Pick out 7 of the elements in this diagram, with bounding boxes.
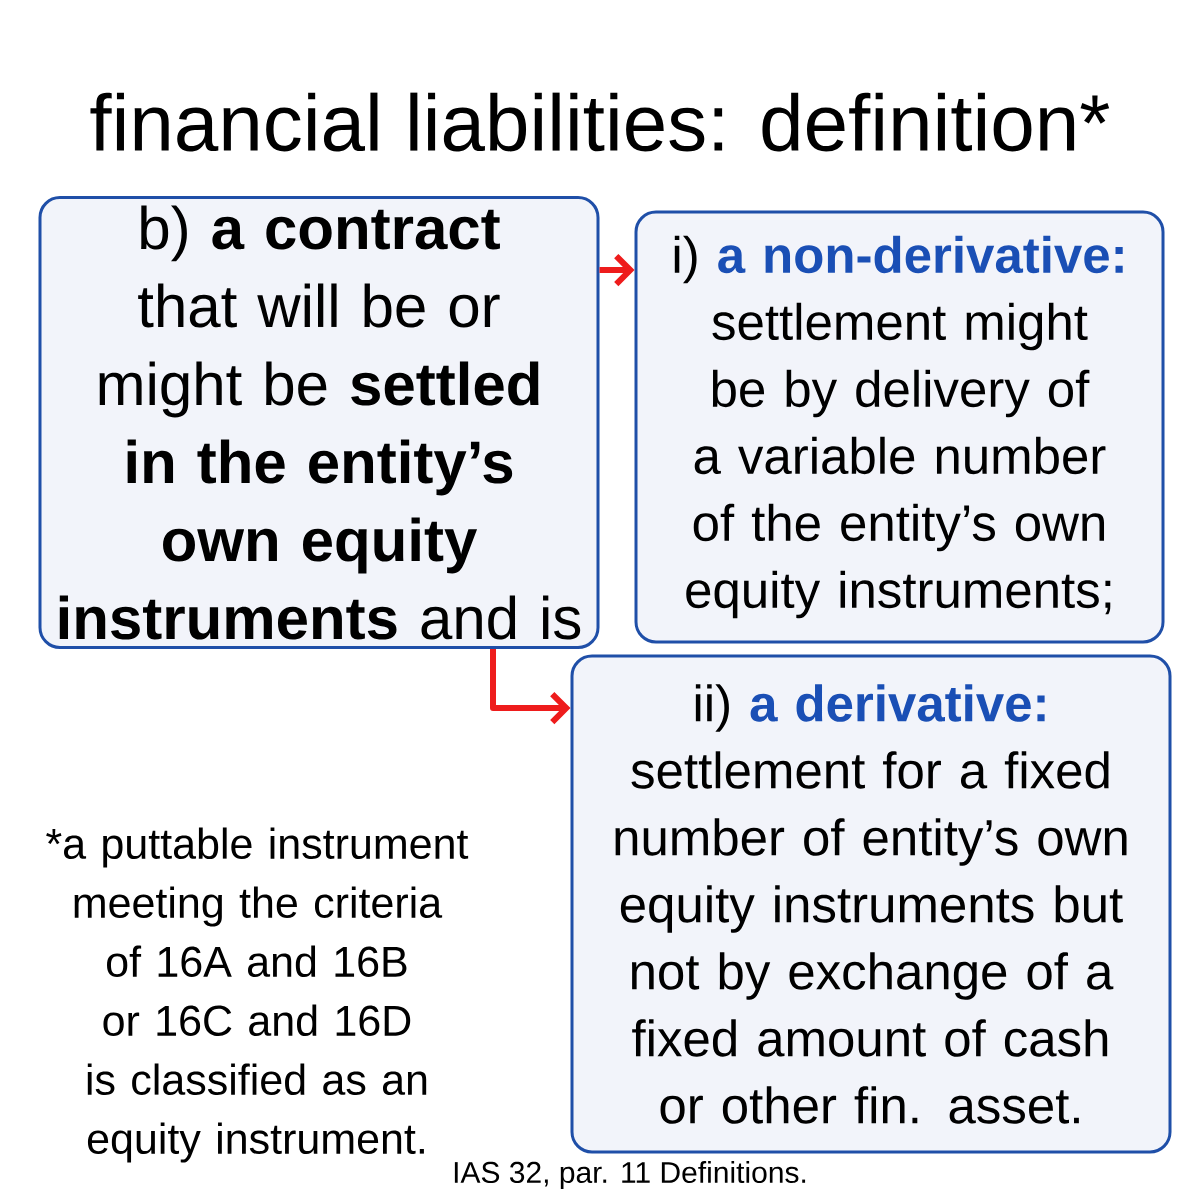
definition-box: ii) a derivative: settlement for a fixed number of entity’s own equity instruments but not by exchange of a fixed amount of cash or other fin. asset. xyxy=(570,654,1172,1154)
footnote: *a puttable instrument meeting the criteria of 16A and 16B or 16C and 16D is classified as an equity instrument. xyxy=(46,827,469,1163)
definition-box: b) a contract that will be or might be settled in the entity’s own equity instruments and is xyxy=(38,195,600,650)
source-note: IAS 32, par. 11 Definitions. xyxy=(454,1161,806,1189)
definition-box: i) a non-derivative: settlement might be by delivery of a variable number of the entity’s own equity instruments; xyxy=(634,210,1165,644)
title: financial liabilities: definition* xyxy=(90,92,1110,152)
arrow xyxy=(490,649,571,725)
